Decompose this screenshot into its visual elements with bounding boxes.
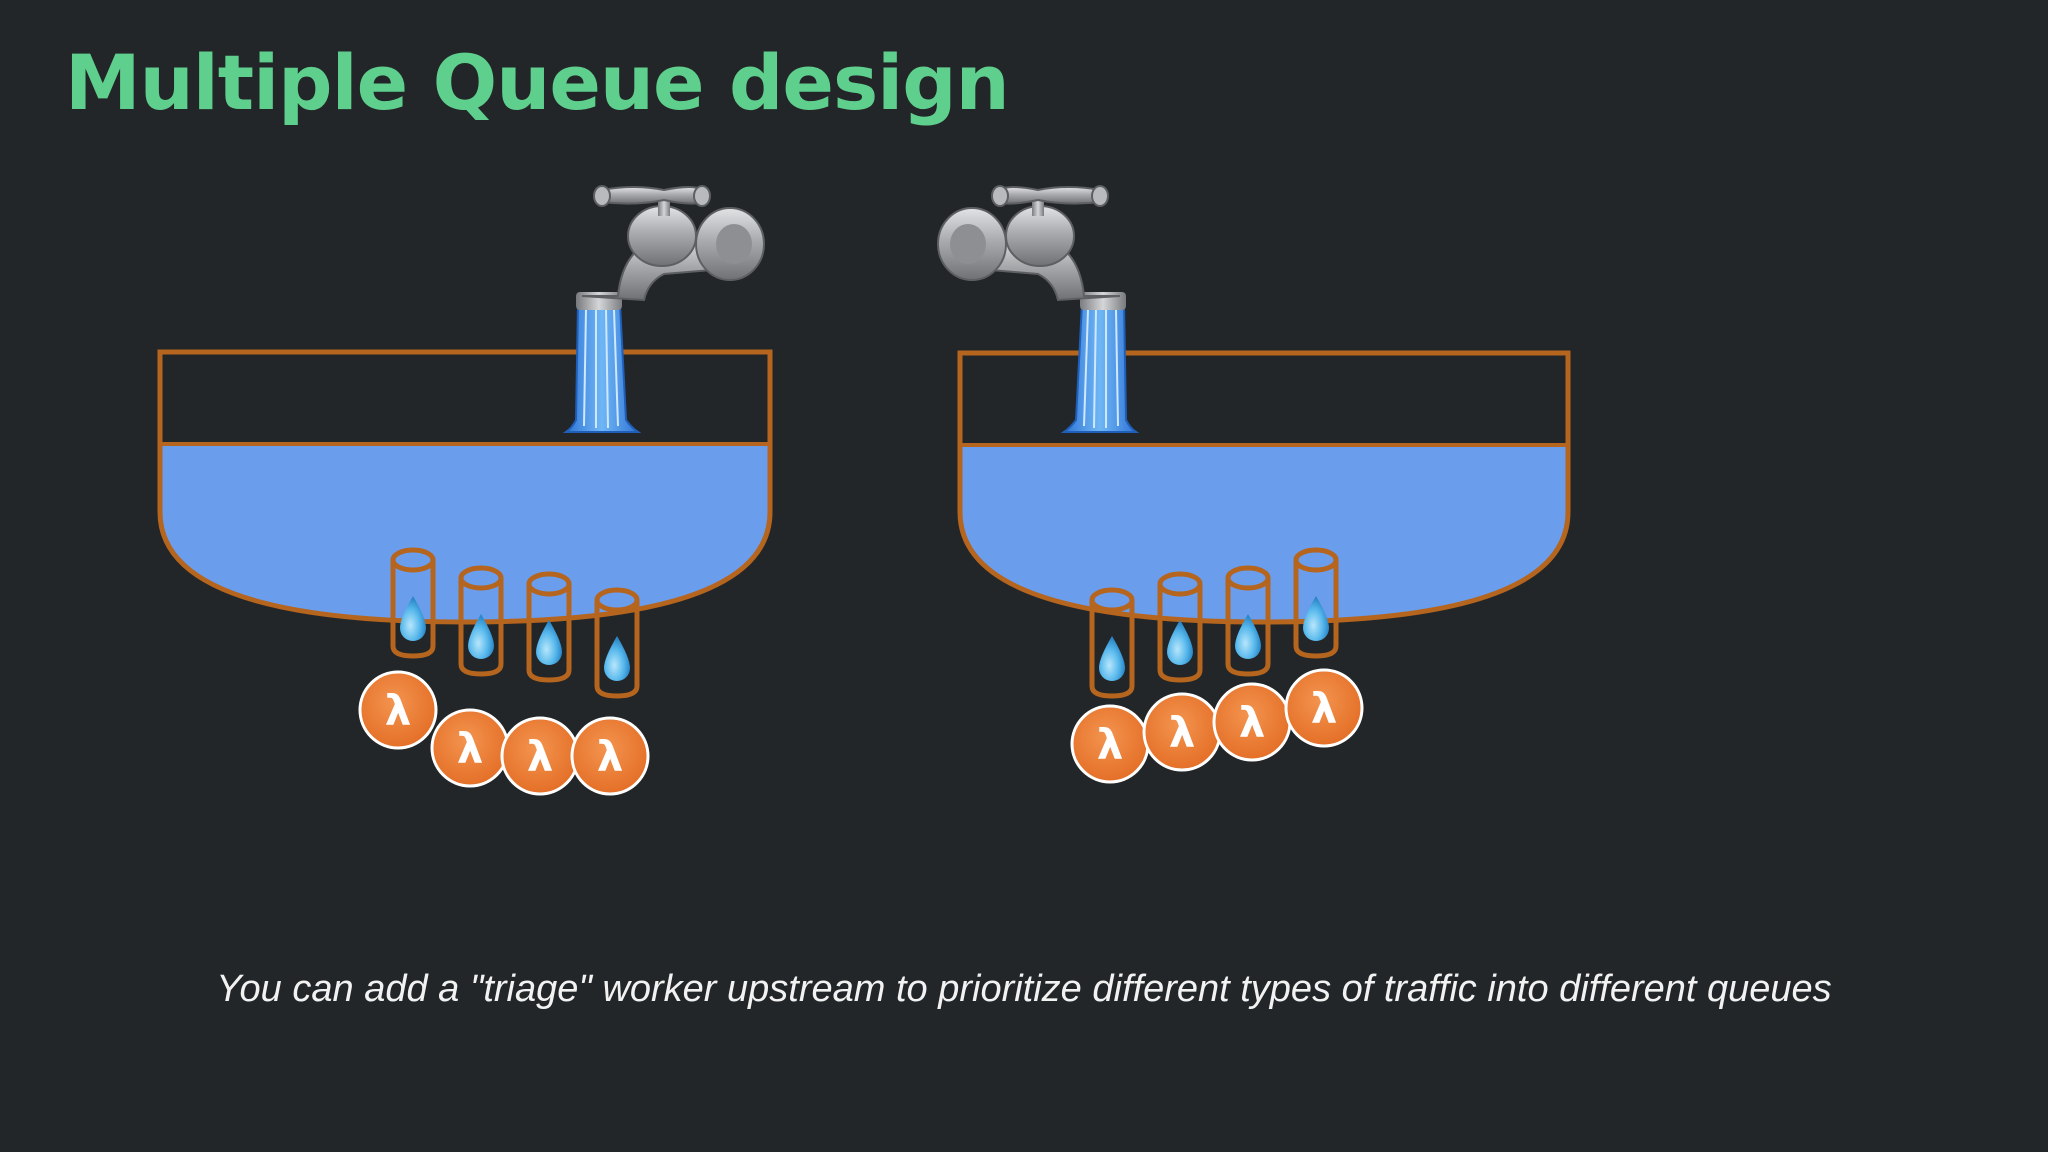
- lambda-icon: λ: [1284, 668, 1364, 748]
- water-droplet-icon: [468, 614, 494, 659]
- right-basin-water: [960, 445, 1568, 622]
- drain-tube: [1225, 565, 1271, 677]
- lambda-symbol: λ: [1097, 720, 1124, 769]
- drain-tube: [458, 565, 504, 677]
- right-basin: [957, 350, 1571, 625]
- water-droplet-icon: [1235, 614, 1261, 659]
- lambda-symbol: λ: [527, 732, 554, 781]
- drain-tube: [1089, 587, 1135, 699]
- right-drain-tubes: [1089, 547, 1339, 699]
- right-lambda-workers: λ λ λ λ: [1070, 668, 1364, 784]
- lambda-symbol: λ: [385, 686, 412, 735]
- faucet-icon: [937, 185, 1140, 433]
- drain-tube: [1293, 547, 1339, 659]
- water-droplet-icon: [536, 620, 562, 665]
- lambda-icon: λ: [430, 708, 510, 788]
- right-basin-outline: [957, 350, 1571, 625]
- lambda-icon: λ: [570, 716, 650, 796]
- drain-tube: [594, 587, 640, 699]
- water-droplet-icon: [604, 636, 630, 681]
- lambda-symbol: λ: [1239, 698, 1266, 747]
- lambda-symbol: λ: [1311, 684, 1338, 733]
- drain-tube: [1157, 571, 1203, 683]
- left-drain-tubes: [390, 547, 640, 699]
- water-droplet-icon: [1099, 636, 1125, 681]
- lambda-symbol: λ: [1169, 708, 1196, 757]
- water-droplet-icon: [1303, 596, 1329, 641]
- left-lambda-workers: λ λ λ λ: [358, 670, 650, 796]
- lambda-symbol: λ: [457, 724, 484, 773]
- water-droplet-icon: [1167, 620, 1193, 665]
- left-basin-outline: [157, 349, 773, 625]
- lambda-icon: λ: [500, 716, 580, 796]
- drain-tube: [390, 547, 436, 659]
- slide-caption: You can add a "triage" worker upstream t…: [216, 968, 1832, 1010]
- lambda-icon: λ: [1212, 682, 1292, 762]
- lambda-icon: λ: [1142, 692, 1222, 772]
- slide-title: Multiple Queue design: [65, 38, 1010, 127]
- left-basin-water: [160, 444, 770, 622]
- water-droplet-icon: [400, 596, 426, 641]
- drain-tube: [526, 571, 572, 683]
- lambda-symbol: λ: [597, 732, 624, 781]
- left-basin: [157, 349, 773, 625]
- lambda-icon: λ: [1070, 704, 1150, 784]
- lambda-icon: λ: [358, 670, 438, 750]
- faucet-icon: [562, 185, 765, 433]
